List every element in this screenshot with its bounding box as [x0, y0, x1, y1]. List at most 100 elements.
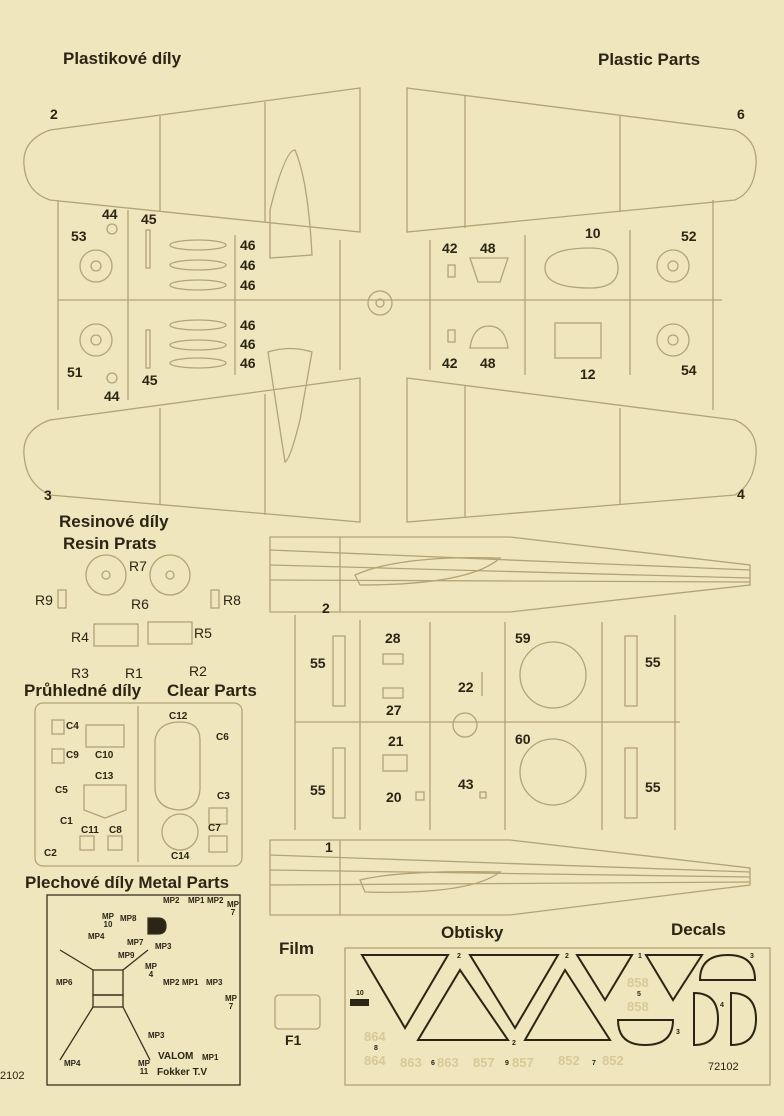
decal-number: 5 [637, 991, 641, 998]
part-label: 22 [458, 679, 474, 695]
title-clear-cz: Průhledné díly [24, 681, 142, 700]
part-label: MP6 [56, 978, 73, 987]
sprue-frame-2 [294, 615, 680, 830]
decal-serial: 863 [437, 1055, 459, 1070]
wing-upper-right [406, 87, 757, 233]
part-label: R6 [131, 596, 149, 612]
part-label: 45 [141, 211, 157, 227]
title-plastic-cz: Plastikové díly [63, 49, 182, 68]
part-label: R4 [71, 629, 89, 645]
title-clear-en: Clear Parts [167, 681, 257, 700]
part-label: 46 [240, 355, 256, 371]
part-label: 51 [67, 364, 83, 380]
decal-number: 2 [565, 953, 569, 960]
part-label: MP8 [120, 914, 137, 923]
decal-number: 3 [750, 953, 754, 960]
title-resin-cz: Resinové díly [59, 512, 169, 531]
part-label: C8 [109, 825, 122, 836]
decal-serial: 852 [558, 1053, 580, 1068]
decal-number: 4 [720, 1002, 724, 1009]
part-label: 46 [240, 237, 256, 253]
part-label: 42 [442, 240, 458, 256]
part-label: 55 [310, 782, 326, 798]
part-label: 55 [310, 655, 326, 671]
part-label: C10 [95, 750, 114, 761]
part-label: MP 10 [102, 912, 114, 929]
part-label: 53 [71, 228, 87, 244]
metal-fret [46, 894, 241, 1086]
part-label: 2 [50, 106, 58, 122]
part-label: 46 [240, 336, 256, 352]
part-label: 48 [480, 240, 496, 256]
part-label: 46 [240, 277, 256, 293]
part-label: 46 [240, 257, 256, 273]
decal-sheet [344, 947, 771, 1086]
part-label: MP 11 [138, 1059, 150, 1076]
title-metal: Plechové díly Metal Parts [25, 873, 230, 892]
part-label: MP2 [163, 978, 180, 987]
part-label: MP4 [88, 932, 105, 941]
page-code: 2102 [0, 1070, 25, 1082]
resin-parts [57, 554, 220, 647]
part-label: 54 [681, 362, 697, 378]
part-label: MP3 [155, 942, 172, 951]
sprue-frame-1 [57, 200, 722, 410]
decal-number: 8 [374, 1045, 378, 1052]
part-label: MP3 [148, 1031, 165, 1040]
part-label: 45 [142, 372, 158, 388]
model-name-label: Fokker T.V [157, 1067, 208, 1078]
part-label: MP9 [118, 951, 135, 960]
part-label: MP2 [163, 896, 180, 905]
part-label: MP1 [202, 1053, 219, 1062]
part-label: C7 [208, 823, 221, 834]
part-label: 48 [480, 355, 496, 371]
part-label: C1 [60, 816, 73, 827]
decal-sheet-code: 72102 [708, 1061, 739, 1073]
decal-serial: 857 [473, 1055, 495, 1070]
decal-number: 1 [638, 953, 642, 960]
title-decals-en: Decals [671, 920, 726, 939]
decal-serial: 863 [400, 1055, 422, 1070]
part-label: R5 [194, 625, 212, 641]
wing-upper-left [23, 87, 361, 259]
fuselage-left [269, 536, 751, 613]
part-label: R2 [189, 663, 207, 679]
decal-serial: 864 [364, 1053, 386, 1068]
title-decals-cz: Obtisky [441, 923, 504, 942]
part-label: R8 [223, 592, 241, 608]
part-label: F1 [285, 1032, 302, 1048]
part-label: MP 7 [227, 900, 239, 917]
part-label: MP2 [207, 896, 224, 905]
decal-serial: 858 [627, 975, 649, 990]
decal-number: 9 [505, 1060, 509, 1067]
wing-lower-left [23, 347, 361, 523]
clear-parts-sprue [34, 702, 243, 867]
part-label: 46 [240, 317, 256, 333]
part-label: 3 [44, 487, 52, 503]
part-label: 55 [645, 654, 661, 670]
title-film: Film [279, 939, 314, 958]
decal-serial: 864 [364, 1029, 386, 1044]
part-label: C3 [217, 791, 230, 802]
part-label: 1 [325, 839, 333, 855]
part-label: MP3 [206, 978, 223, 987]
part-label: C14 [171, 851, 190, 862]
part-label: R3 [71, 665, 89, 681]
decal-number: 3 [676, 1029, 680, 1036]
part-label: 4 [737, 486, 745, 502]
part-label: C4 [66, 721, 79, 732]
part-label: C2 [44, 848, 57, 859]
part-label: 52 [681, 228, 697, 244]
part-label: 20 [386, 789, 402, 805]
part-label: C12 [169, 711, 188, 722]
part-label: MP 4 [145, 962, 157, 979]
decal-serial: 858 [627, 999, 649, 1014]
sprue1-small-parts [79, 223, 690, 384]
part-label: R7 [129, 558, 147, 574]
part-label: 44 [102, 206, 118, 222]
part-label: C5 [55, 785, 68, 796]
part-label: 59 [515, 630, 531, 646]
film-frame [274, 994, 321, 1030]
part-label: C13 [95, 771, 114, 782]
decal-serial: 857 [512, 1055, 534, 1070]
